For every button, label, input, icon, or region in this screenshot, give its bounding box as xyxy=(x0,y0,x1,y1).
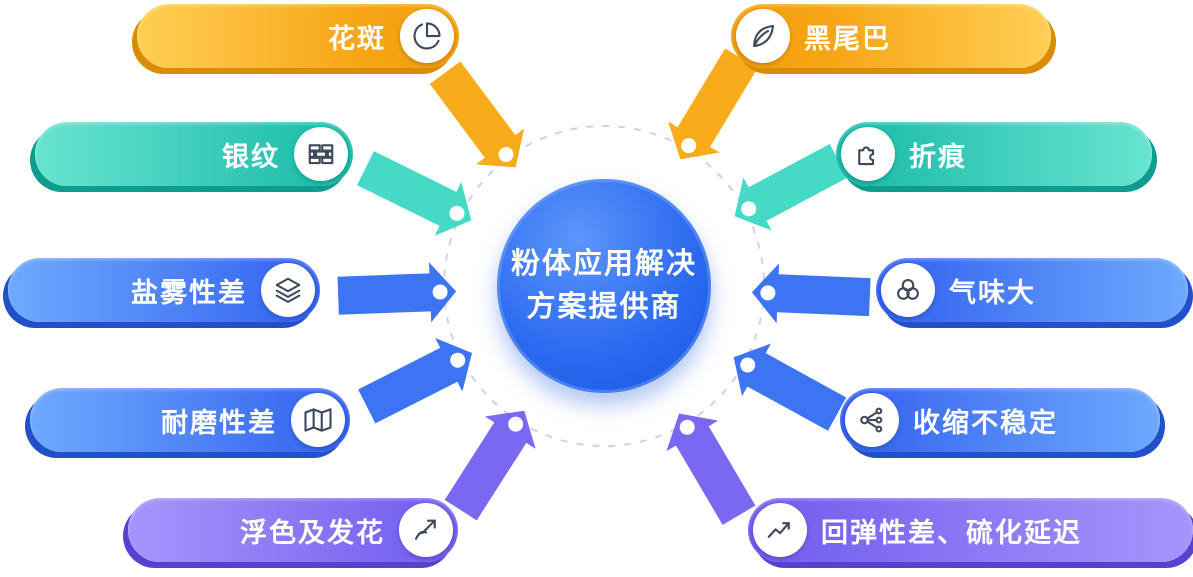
center-circle: 粉体应用解决 方案提供商 xyxy=(497,179,711,393)
pill-mottling: 花斑 xyxy=(137,4,459,68)
pill-rebound-delay-label: 回弹性差、硫化延迟 xyxy=(821,517,1082,548)
bricks-icon xyxy=(294,127,348,181)
arrow-dot xyxy=(450,352,466,368)
rings-icon xyxy=(881,263,935,317)
pill-wear-resistance: 耐磨性差 xyxy=(30,388,350,452)
arrow-dot xyxy=(432,284,448,300)
layers-icon xyxy=(261,263,315,317)
pill-odor: 气味大 xyxy=(876,258,1188,322)
pill-color-floating: 浮色及发花 xyxy=(128,498,458,562)
arrow-dot xyxy=(498,146,514,162)
pill-silver-streaks: 银纹 xyxy=(35,122,353,186)
pill-black-tail-label: 黑尾巴 xyxy=(804,23,891,54)
arrow-dot xyxy=(741,201,757,217)
trend-chart-icon xyxy=(753,503,807,557)
arrow xyxy=(668,48,758,160)
pill-shrinkage: 收缩不稳定 xyxy=(840,388,1160,452)
arrow xyxy=(751,263,871,324)
pill-color-floating-label: 浮色及发花 xyxy=(240,517,385,548)
pill-salt-spray-label: 盐雾性差 xyxy=(131,277,247,308)
pill-odor-label: 气味大 xyxy=(949,277,1036,308)
pill-shrinkage-label: 收缩不稳定 xyxy=(913,407,1058,438)
pen-arrow-icon xyxy=(399,503,453,557)
center-title-line2: 方案提供商 xyxy=(526,291,682,323)
arrow-dot xyxy=(679,419,695,435)
leaf-icon xyxy=(736,9,790,63)
pill-wear-resistance-label: 耐磨性差 xyxy=(161,407,277,438)
pill-black-tail: 黑尾巴 xyxy=(731,4,1051,68)
center-title-line1: 粉体应用解决 xyxy=(510,247,697,280)
arrow xyxy=(733,343,847,431)
arrow xyxy=(666,413,756,525)
map-icon xyxy=(291,393,345,447)
pill-creases-label: 折痕 xyxy=(909,141,967,172)
arrow xyxy=(734,143,848,231)
arrow-dot xyxy=(760,285,776,301)
puzzle-icon xyxy=(841,127,895,181)
pill-silver-streaks-label: 银纹 xyxy=(222,141,280,172)
arrow xyxy=(337,262,457,323)
arrow xyxy=(357,151,472,236)
arrow xyxy=(358,338,472,424)
arrow-dot xyxy=(740,357,756,373)
pill-rebound-delay: 回弹性差、硫化延迟 xyxy=(748,498,1193,562)
pill-creases: 折痕 xyxy=(836,122,1152,186)
arrow-dot xyxy=(508,416,524,432)
pie-chart-icon xyxy=(400,9,454,63)
pill-mottling-label: 花斑 xyxy=(328,23,386,54)
molecule-icon xyxy=(845,393,899,447)
arrow xyxy=(429,61,525,168)
pill-salt-spray: 盐雾性差 xyxy=(8,258,320,322)
arrow-dot xyxy=(449,205,465,221)
arrow xyxy=(444,410,536,521)
arrow-dot xyxy=(681,138,697,154)
